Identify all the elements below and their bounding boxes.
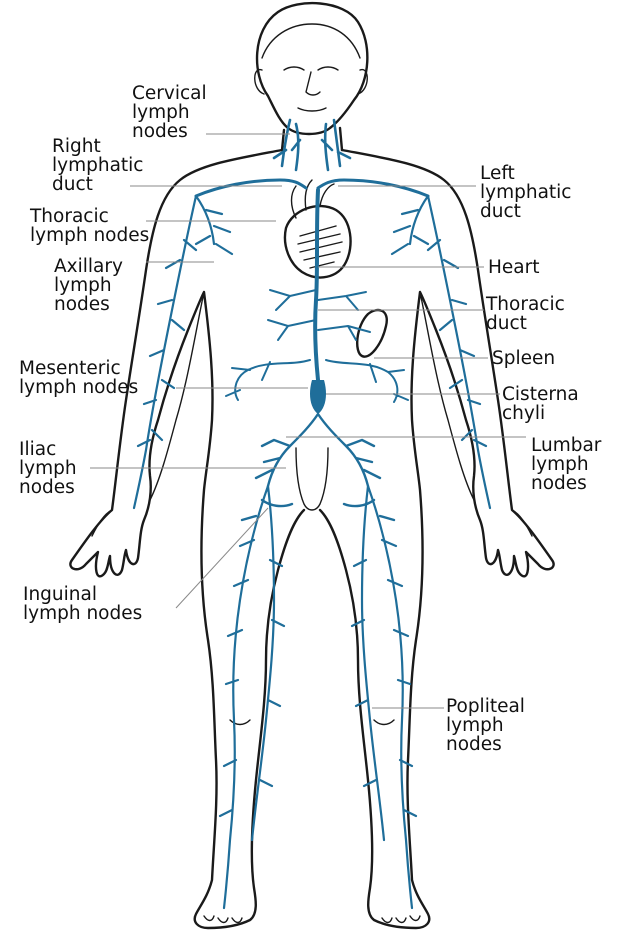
label-thoracic-duct: Thoracic duct <box>486 295 565 333</box>
label-heart: Heart <box>488 258 540 277</box>
leader-inguinal <box>176 508 268 608</box>
heart-vessel-2 <box>320 184 334 206</box>
cervical-vessels <box>274 120 350 170</box>
label-mesenteric-lymph-nodes: Mesenteric lymph nodes <box>19 359 138 397</box>
label-popliteal-lymph-nodes: Popliteal lymph nodes <box>446 697 525 754</box>
thoracic-vessels <box>268 290 370 340</box>
lymphatic-vessels <box>134 120 490 908</box>
left-eye <box>284 67 304 70</box>
right-toes <box>382 916 420 923</box>
hair-line <box>262 24 360 58</box>
axillary-vessels <box>196 196 428 254</box>
right-leg-vessels <box>352 486 416 908</box>
head-outline <box>257 3 367 134</box>
spleen <box>357 310 387 357</box>
iliac-vessels <box>256 414 380 486</box>
neck-right <box>340 128 342 150</box>
right-knee <box>374 720 394 725</box>
label-thoracic-lymph-nodes: Thoracic lymph nodes <box>30 207 149 245</box>
subclavian-vessels <box>196 180 428 196</box>
thoracic-duct-vessel <box>315 190 318 380</box>
label-iliac-lymph-nodes: Iliac lymph nodes <box>19 440 77 497</box>
groin-outline <box>296 448 328 510</box>
label-left-lymphatic-duct: Left lymphatic duct <box>480 164 571 221</box>
right-eye <box>318 67 338 70</box>
heart-vessel-1 <box>305 180 312 210</box>
mouth <box>298 108 326 111</box>
label-spleen: Spleen <box>492 349 555 368</box>
label-cervical-lymph-nodes: Cervical lymph nodes <box>132 84 207 141</box>
left-toes <box>204 916 242 923</box>
cisterna-chyli-vessel <box>310 380 326 414</box>
label-axillary-lymph-nodes: Axillary lymph nodes <box>54 257 123 314</box>
label-right-lymphatic-duct: Right lymphatic duct <box>52 137 143 194</box>
label-lumbar-lymph-nodes: Lumbar lymph nodes <box>531 436 601 493</box>
label-cisterna-chyli: Cisterna chyli <box>502 385 579 423</box>
heart-stripes <box>298 226 342 268</box>
nose <box>306 72 320 95</box>
inguinal-vessels <box>242 500 394 520</box>
label-inguinal-lymph-nodes: Inguinal lymph nodes <box>23 585 142 623</box>
